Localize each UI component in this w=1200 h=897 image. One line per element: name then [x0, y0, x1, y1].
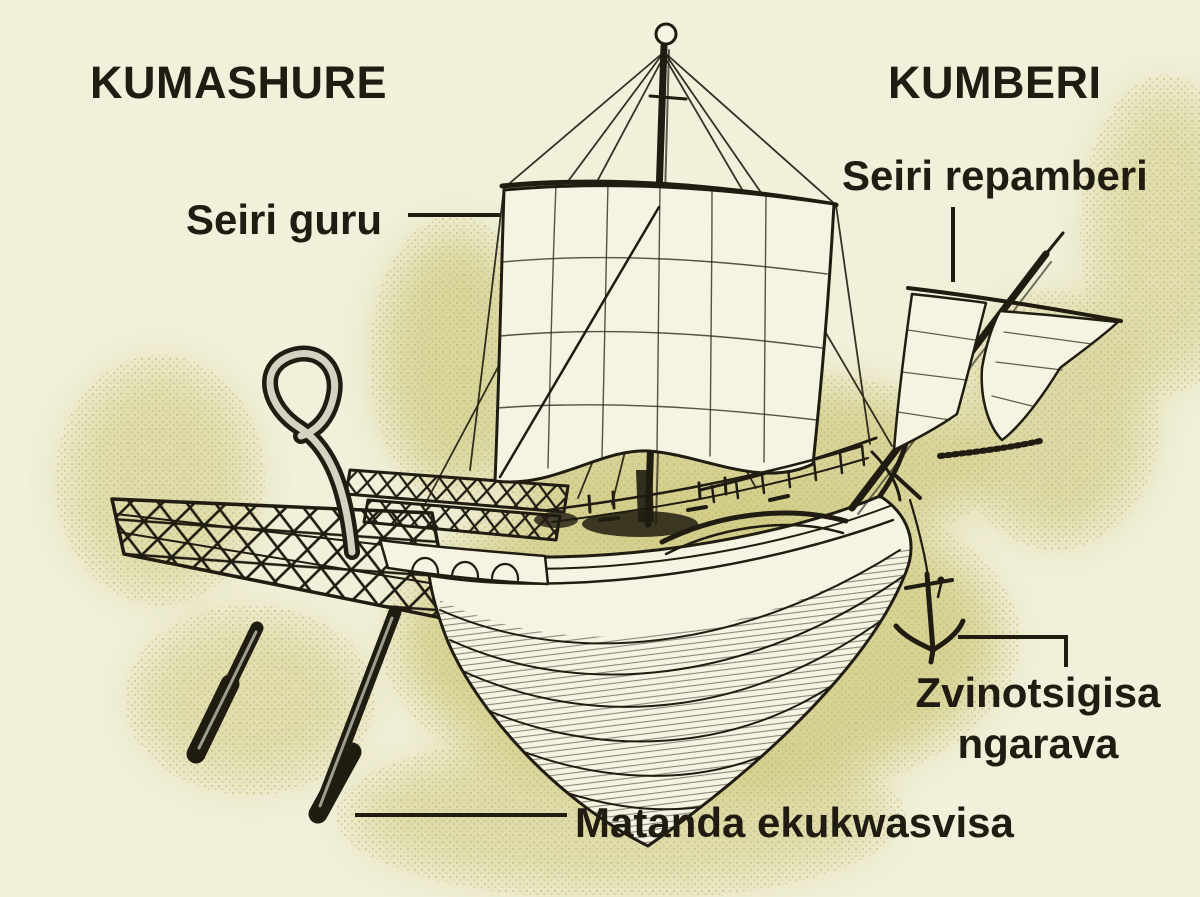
- leader-anchor-vertical: [1064, 635, 1068, 667]
- leader-steering-oars: [355, 813, 567, 817]
- anchor: [893, 498, 966, 665]
- leader-fore-sail: [951, 207, 955, 282]
- cabin: [378, 538, 550, 586]
- direction-label-stern: KUMASHURE: [90, 57, 387, 108]
- label-fore-sail: Seiri repamberi: [842, 152, 1148, 199]
- label-main-sail: Seiri guru: [186, 196, 383, 243]
- leader-main-sail: [408, 213, 500, 217]
- leader-anchor-horizontal: [958, 635, 1068, 639]
- swan-neck-ornament: [262, 345, 360, 560]
- main-sail: [493, 181, 836, 484]
- deck-details: [534, 444, 869, 556]
- steering-oars: [186, 605, 402, 824]
- direction-label-bow: KUMBERI: [888, 57, 1102, 108]
- label-steering-oars: Matanda ekukwasvisa: [575, 799, 1014, 846]
- fore-sails: [892, 292, 1120, 459]
- label-anchor: Zvinotsigisa ngarava: [915, 669, 1161, 768]
